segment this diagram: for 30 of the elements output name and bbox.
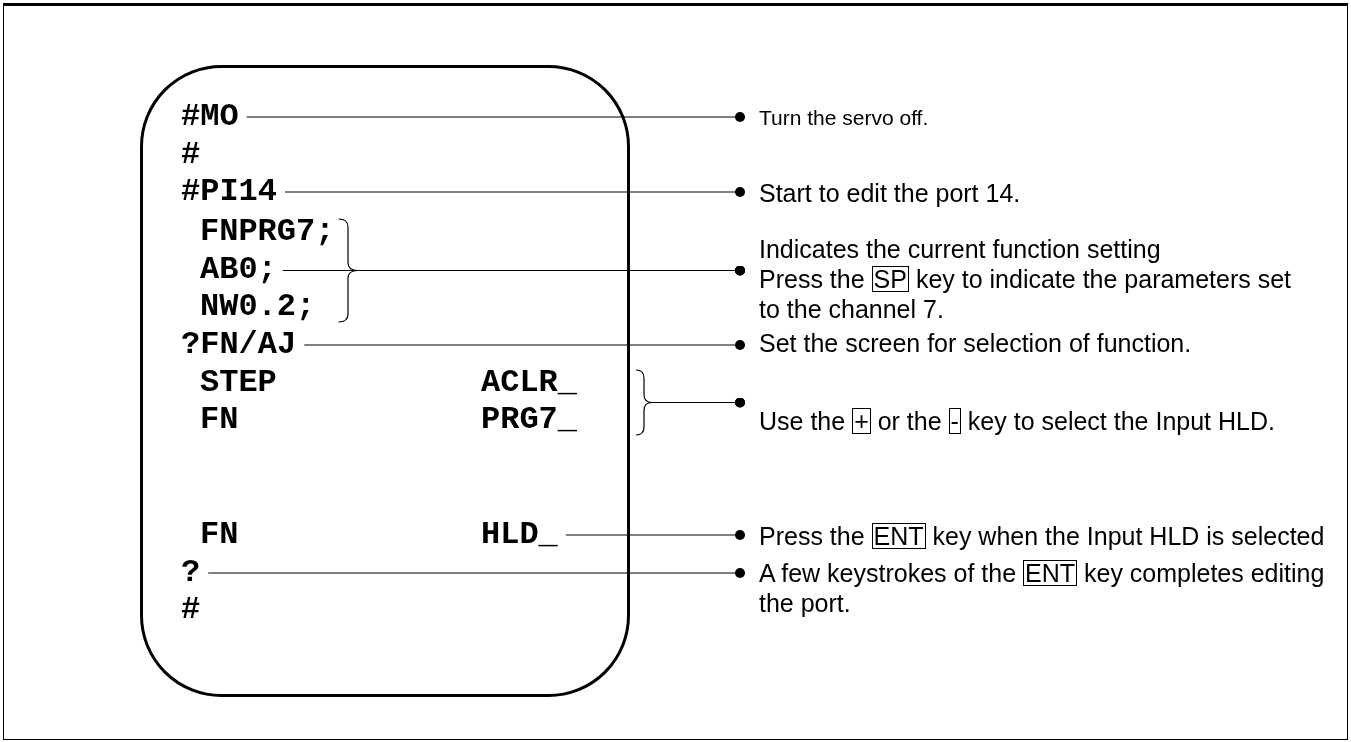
- display-line: ?FN/AJ: [181, 328, 297, 362]
- leader-line: [246, 112, 746, 122]
- display-line: ACLR_: [481, 366, 644, 400]
- display-line: #MO: [181, 100, 239, 134]
- instruction-text: Press the SP key to indicate the parameters set to the channel 7.: [759, 264, 1293, 324]
- leader-line: [565, 530, 746, 540]
- display-line: FNPRG7;: [200, 215, 348, 249]
- leader-line: [303, 340, 746, 350]
- display-line: STEP: [200, 366, 277, 400]
- display-line: ?: [181, 556, 201, 590]
- instruction-text: A few keystrokes of the ENT key completes editing the port.: [759, 558, 1326, 618]
- display-line: #: [181, 138, 201, 172]
- leader-line: [207, 568, 746, 578]
- instruction-text: Press the ENT key when the Input HLD is selected: [759, 521, 1326, 551]
- display-line: PRG7_: [481, 403, 644, 437]
- display-line: FN: [200, 403, 239, 437]
- leader-line: [284, 187, 746, 197]
- display-line: FN: [200, 518, 239, 552]
- instruction-text: Use the + or the - key to select the Input HLD.: [759, 406, 1276, 436]
- display-line: #: [181, 593, 201, 627]
- instruction-text: Set the screen for selection of function.: [759, 328, 1193, 358]
- instruction-text: Turn the servo off.: [759, 105, 930, 131]
- display-line: #PI14: [181, 175, 277, 209]
- display-line: AB0;: [200, 253, 348, 287]
- display-line: HLD_: [481, 518, 558, 552]
- bracket-leader-line: [337, 265, 746, 323]
- display-line: NW0.2;: [200, 290, 348, 324]
- instruction-text: Start to edit the port 14.: [759, 178, 1022, 208]
- instruction-text: Indicates the current function setting: [759, 234, 1162, 264]
- bracket-leader-line: [635, 397, 746, 436]
